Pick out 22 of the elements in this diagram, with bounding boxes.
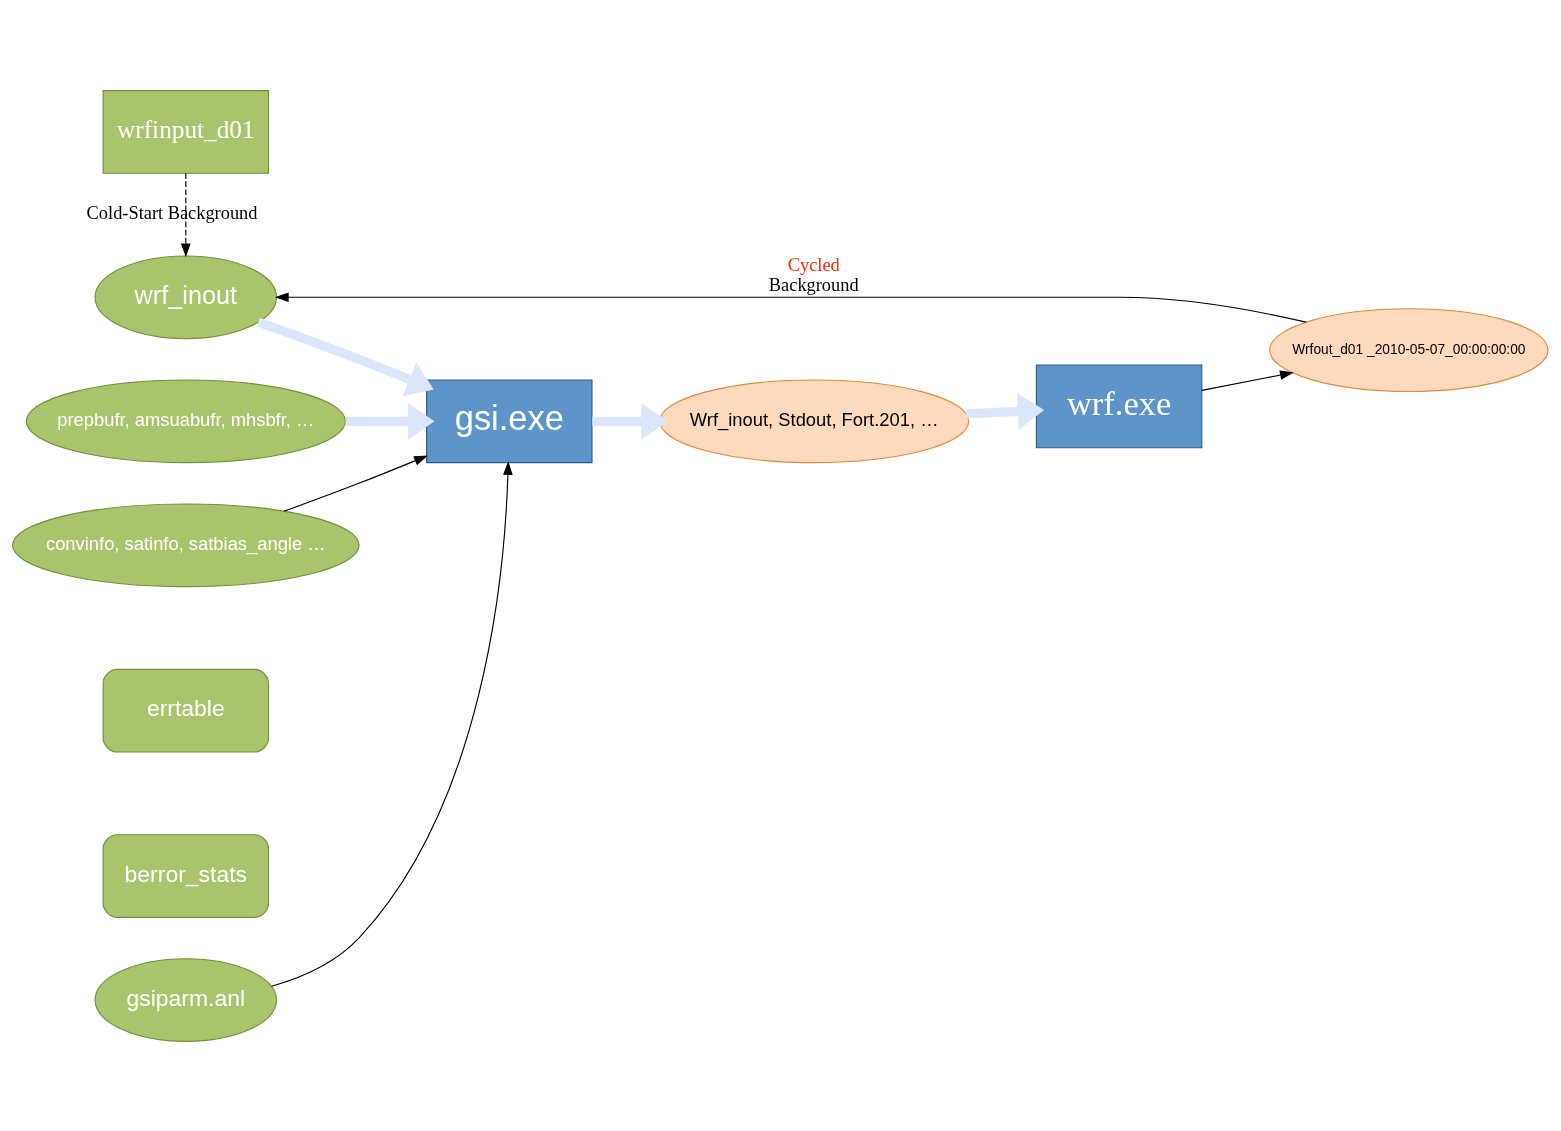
node-ellipse: Wrf_inout, Stdout, Fort.201, … xyxy=(659,378,970,463)
node-ellipse: prepbufr, amsuabufr, mhsbfr, … xyxy=(25,378,346,463)
arrow xyxy=(274,291,1307,323)
arrow xyxy=(1201,369,1294,391)
edge-label: Cold-Start Background xyxy=(86,202,258,223)
node-box: gsi.exe xyxy=(426,378,593,463)
node-box: wrfinput_d01 xyxy=(102,89,270,174)
node-box: wrf.exe xyxy=(1035,363,1203,448)
arrow xyxy=(592,402,668,440)
arrow xyxy=(256,317,434,397)
node-ellipse: gsiparm.anl xyxy=(94,957,278,1042)
arrow xyxy=(283,454,428,512)
node-ellipse: Wrfout_d01 _2010-05-07_00:00:00:00 xyxy=(1269,307,1549,392)
arrow xyxy=(965,392,1045,430)
arrow xyxy=(180,172,191,257)
node-box: berror_stats xyxy=(102,833,270,918)
node-ellipse: convinfo, satinfo, satbias_angle … xyxy=(11,502,360,587)
arrow xyxy=(271,460,513,987)
node-ellipse: wrf_inout xyxy=(94,254,278,339)
arrow xyxy=(345,402,435,440)
edge-label: Cycled Background xyxy=(768,254,859,295)
node-box: errtable xyxy=(102,668,270,753)
